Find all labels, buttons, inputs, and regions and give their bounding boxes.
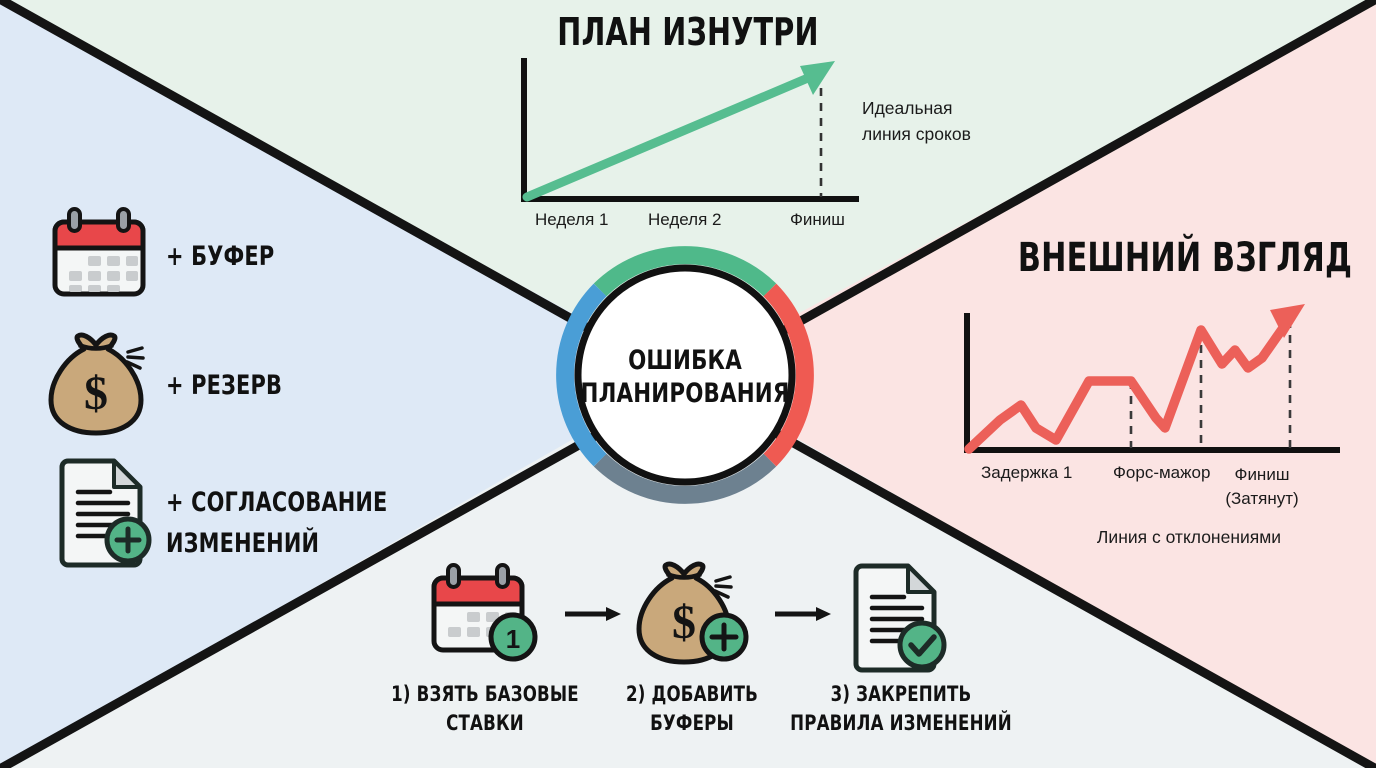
quadrant-left-blue [0,0,685,768]
right-tick3-line1: Финиш [1234,465,1290,484]
top-chart-tick-2: Неделя 2 [648,210,722,229]
left-item-label-buffer: + БУФЕР [166,241,275,272]
right-chart-tick-1: Задержка 1 [981,463,1073,482]
step-2-label: 2) ДОБАВИТЬ БУФЕРЫ [626,680,758,738]
step-3-line-1: 3) ЗАКРЕПИТЬ [830,682,972,707]
step-2-line-1: 2) ДОБАВИТЬ [626,682,758,707]
right-chart-tick-3: Финиш (Затянут) [1225,463,1298,511]
top-chart-tick-3: Финиш [790,210,845,229]
left-item-label-line-1: + СОГЛАСОВАНИЕ [166,487,388,518]
right-chart-caption: Линия с отклонениями [1096,527,1282,547]
left-item-label-approval: + СОГЛАСОВАНИЕ ИЗМЕНЕНИЙ [166,482,388,564]
right-chart-tick-2: Форс-мажор [1113,463,1211,482]
annotation-line-1: Идеальная [862,98,953,118]
right-chart-title: ВНЕШНИЙ ВЗГЛЯД [1017,235,1353,281]
step-1-line-1: 1) ВЗЯТЬ БАЗОВЫЕ [391,682,579,707]
left-item-label-line-2: ИЗМЕНЕНИЙ [166,528,320,559]
right-tick3-line2: (Затянут) [1225,489,1299,508]
annotation-line-2: линия сроков [862,124,971,144]
top-chart-annotation: Идеальная линия сроков [862,95,971,147]
step-1-line-2: СТАВКИ [446,711,524,736]
top-chart-tick-1: Неделя 1 [535,210,609,229]
center-title-line-2: ПЛАНИРОВАНИЯ [580,378,790,409]
center-title-line-1: ОШИБКА [628,345,742,376]
step-2-line-2: БУФЕРЫ [650,711,734,736]
step-3-line-2: ПРАВИЛА ИЗМЕНЕНИЙ [790,711,1012,736]
step-3-label: 3) ЗАКРЕПИТЬ ПРАВИЛА ИЗМЕНЕНИЙ [790,680,1012,738]
top-chart-title: ПЛАН ИЗНУТРИ [557,10,819,54]
step-1-label: 1) ВЗЯТЬ БАЗОВЫЕ СТАВКИ [391,680,579,738]
left-item-label-reserve: + РЕЗЕРВ [166,370,283,401]
